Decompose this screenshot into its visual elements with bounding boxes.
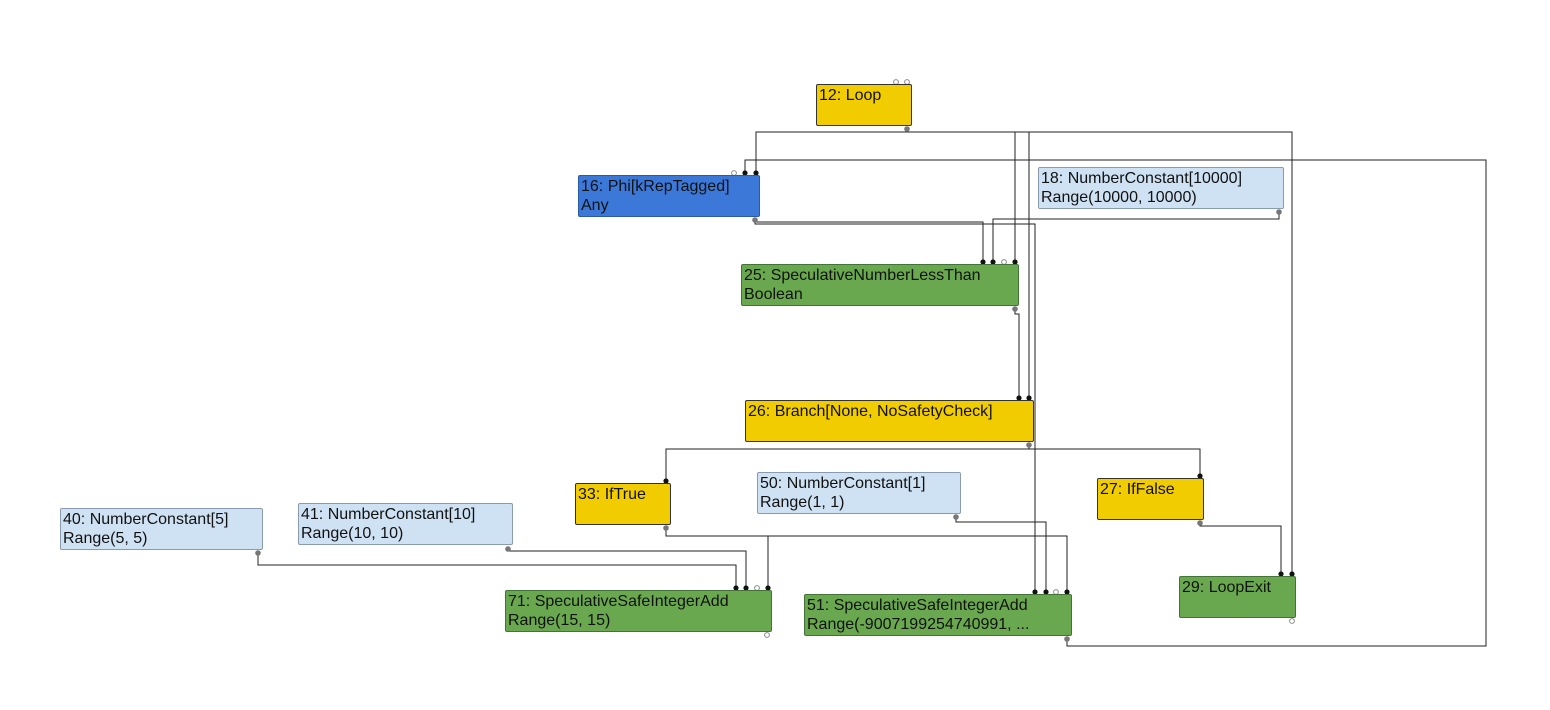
output-port	[1012, 306, 1018, 312]
output-port	[663, 525, 669, 531]
input-port	[1016, 395, 1022, 401]
edge-26-to-27	[1028, 444, 1201, 478]
node-label: 33: IfTrue	[578, 486, 646, 503]
output-port	[1026, 442, 1032, 448]
edge-33-to-51	[665, 527, 1068, 594]
output-port	[255, 550, 261, 556]
edge-50-to-51	[955, 516, 1047, 594]
edge-27-to-29	[1199, 522, 1282, 576]
edge-41-to-71	[507, 548, 747, 590]
output-port	[752, 217, 758, 223]
node-type: Any	[581, 197, 609, 214]
input-port	[1043, 589, 1049, 595]
input-port	[753, 170, 759, 176]
ports-layer	[255, 79, 1295, 642]
input-port	[743, 585, 749, 591]
node-type: Range(10, 10)	[301, 525, 404, 542]
graph-node-50[interactable]: 50: NumberConstant[1] Range(1, 1)	[757, 472, 961, 514]
input-port	[742, 170, 748, 176]
node-label: 40: NumberConstant[5]	[63, 511, 229, 528]
graph-node-18[interactable]: 18: NumberConstant[10000] Range(10000, 10…	[1038, 167, 1284, 209]
input-port	[733, 585, 739, 591]
node-type: Range(1, 1)	[760, 494, 845, 511]
node-type: Boolean	[744, 286, 803, 303]
node-type: Range(10000, 10000)	[1041, 189, 1197, 206]
unconnected-input-port	[764, 632, 770, 638]
edge-51-to-16	[744, 159, 1487, 647]
output-port	[505, 546, 511, 552]
edge-12-to-16	[755, 128, 908, 175]
input-port	[980, 259, 986, 265]
node-label: 27: IfFalse	[1100, 481, 1175, 498]
node-label: 51: SpeculativeSafeIntegerAdd	[807, 597, 1028, 614]
node-label: 18: NumberConstant[10000]	[1041, 170, 1243, 187]
node-label: 12: Loop	[819, 87, 882, 104]
output-port	[1276, 209, 1282, 215]
node-label: 16: Phi[kRepTagged]	[581, 178, 730, 195]
node-label: 29: LoopExit	[1182, 579, 1271, 596]
edge-40-to-71	[257, 552, 737, 590]
graph-node-41[interactable]: 41: NumberConstant[10] Range(10, 10)	[298, 503, 513, 545]
input-port	[1012, 259, 1018, 265]
node-label: 25: SpeculativeNumberLessThan	[744, 267, 981, 284]
graph-node-12[interactable]: 12: Loop	[816, 84, 912, 126]
input-port	[765, 585, 771, 591]
graph-node-27[interactable]: 27: IfFalse	[1097, 478, 1204, 520]
edge-18-to-25	[992, 210, 1280, 264]
graph-node-40[interactable]: 40: NumberConstant[5] Range(5, 5)	[60, 508, 263, 550]
input-port	[1032, 589, 1038, 595]
node-label: 71: SpeculativeSafeIntegerAdd	[508, 593, 729, 610]
edges-layer	[257, 128, 1487, 647]
unconnected-input-port	[1289, 618, 1295, 624]
node-label: 26: Branch[None, NoSafetyCheck]	[748, 403, 993, 420]
graph-node-29[interactable]: 29: LoopExit	[1179, 576, 1296, 618]
node-label: 50: NumberConstant[1]	[760, 475, 926, 492]
graph-node-26[interactable]: 26: Branch[None, NoSafetyCheck]	[745, 400, 1034, 442]
input-port	[1289, 571, 1295, 577]
input-port	[1064, 589, 1070, 595]
node-type: Range(-9007199254740991, ...	[807, 616, 1030, 633]
input-port	[1278, 571, 1284, 577]
output-port	[953, 514, 959, 520]
node-type: Range(15, 15)	[508, 612, 611, 629]
input-port	[1197, 473, 1203, 479]
edge-12-to-25	[906, 128, 1016, 264]
edge-16-to-25	[754, 218, 984, 264]
edge-25-to-26	[1014, 308, 1020, 400]
node-label: 41: NumberConstant[10]	[301, 506, 476, 523]
output-port	[1064, 636, 1070, 642]
output-port	[904, 126, 910, 132]
input-port	[1026, 395, 1032, 401]
graph-node-16[interactable]: 16: Phi[kRepTagged] Any	[578, 175, 760, 217]
output-port	[1197, 520, 1203, 526]
input-port	[990, 259, 996, 265]
input-port	[663, 478, 669, 484]
node-type: Range(5, 5)	[63, 530, 148, 547]
graph-node-33[interactable]: 33: IfTrue	[575, 483, 671, 525]
